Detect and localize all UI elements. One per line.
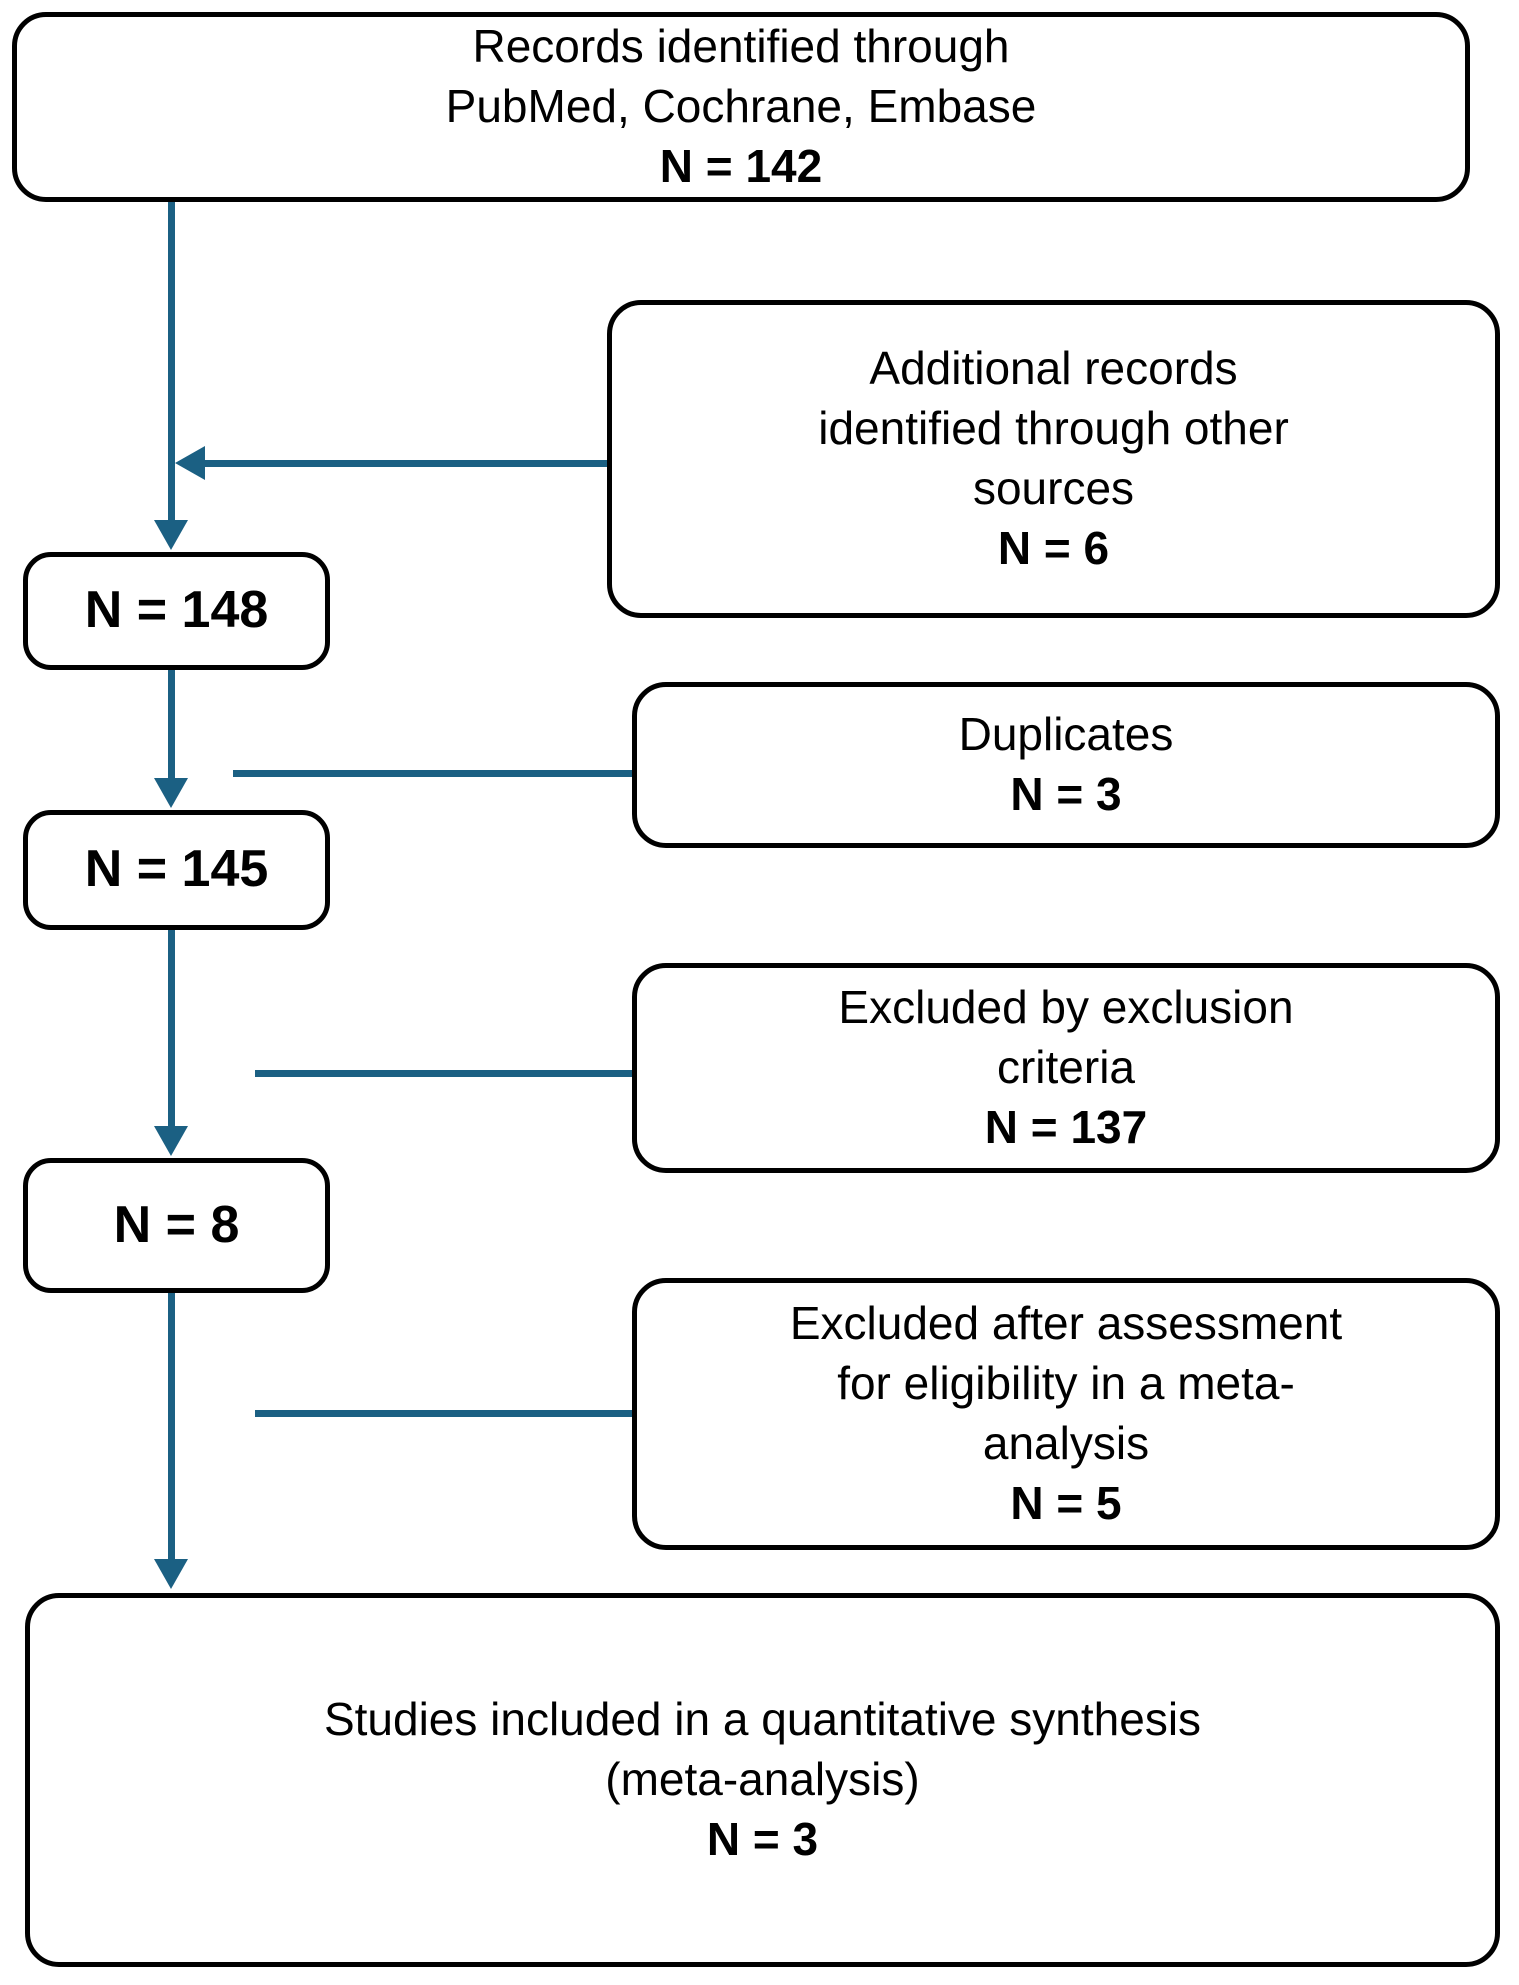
node-excluded-criteria-line2: criteria <box>996 1041 1136 1094</box>
node-duplicates-line1: Duplicates <box>958 708 1174 761</box>
node-duplicates-count: N = 3 <box>1010 768 1122 820</box>
node-duplicates[interactable]: Duplicates N = 3 <box>632 682 1500 848</box>
node-additional-records-line2: identified through other <box>818 402 1289 455</box>
node-excluded-assessment-line1: Excluded after assessment <box>789 1297 1343 1350</box>
connector-identified-to-total <box>168 200 175 522</box>
node-total-records-count: N = 148 <box>84 581 269 640</box>
arrowhead-additional-to-total <box>175 446 205 480</box>
arrowhead-fulltext-to-included <box>154 1559 188 1589</box>
connector-total-to-after-duplicates <box>168 668 175 780</box>
node-after-duplicates[interactable]: N = 145 <box>23 810 330 930</box>
node-additional-records-count: N = 6 <box>997 521 1110 574</box>
node-records-identified-count: N = 142 <box>659 139 823 192</box>
node-records-identified[interactable]: Records identified through PubMed, Cochr… <box>12 12 1470 202</box>
node-excluded-criteria[interactable]: Excluded by exclusion criteria N = 137 <box>632 963 1500 1173</box>
node-fulltext-assessed[interactable]: N = 8 <box>23 1158 330 1293</box>
node-records-identified-line1: Records identified through <box>472 20 1010 73</box>
connector-fulltext-to-included <box>168 1291 175 1561</box>
connector-fulltext-to-excluded-assessment <box>255 1410 645 1417</box>
connector-total-to-duplicates <box>233 770 645 777</box>
node-studies-included-line2: (meta-analysis) <box>605 1753 920 1806</box>
node-additional-records[interactable]: Additional records identified through ot… <box>607 300 1500 618</box>
node-fulltext-assessed-count: N = 8 <box>113 1195 240 1254</box>
node-records-identified-line2: PubMed, Cochrane, Embase <box>445 80 1037 133</box>
connector-after-duplicates-to-fulltext <box>168 928 175 1128</box>
node-excluded-assessment[interactable]: Excluded after assessment for eligibilit… <box>632 1278 1500 1550</box>
node-total-records[interactable]: N = 148 <box>23 552 330 670</box>
node-studies-included-line1: Studies included in a quantitative synth… <box>323 1693 1202 1746</box>
node-excluded-assessment-line2: for eligibility in a meta- <box>837 1357 1295 1410</box>
connector-after-duplicates-to-excluded-criteria <box>255 1070 645 1077</box>
node-excluded-assessment-count: N = 5 <box>1010 1476 1122 1529</box>
arrowhead-total-to-after-duplicates <box>154 778 188 808</box>
node-additional-records-line3: sources <box>972 462 1135 514</box>
node-excluded-criteria-count: N = 137 <box>984 1100 1148 1153</box>
arrowhead-identified-to-total <box>154 520 188 550</box>
arrowhead-after-duplicates-to-fulltext <box>154 1126 188 1156</box>
node-excluded-assessment-line3: analysis <box>982 1417 1150 1469</box>
connector-additional-to-total <box>205 460 615 467</box>
node-after-duplicates-count: N = 145 <box>84 840 269 899</box>
node-excluded-criteria-line1: Excluded by exclusion <box>838 981 1294 1034</box>
node-studies-included-count: N = 3 <box>706 1812 819 1865</box>
node-studies-included[interactable]: Studies included in a quantitative synth… <box>25 1593 1500 1967</box>
node-additional-records-line1: Additional records <box>869 342 1238 395</box>
